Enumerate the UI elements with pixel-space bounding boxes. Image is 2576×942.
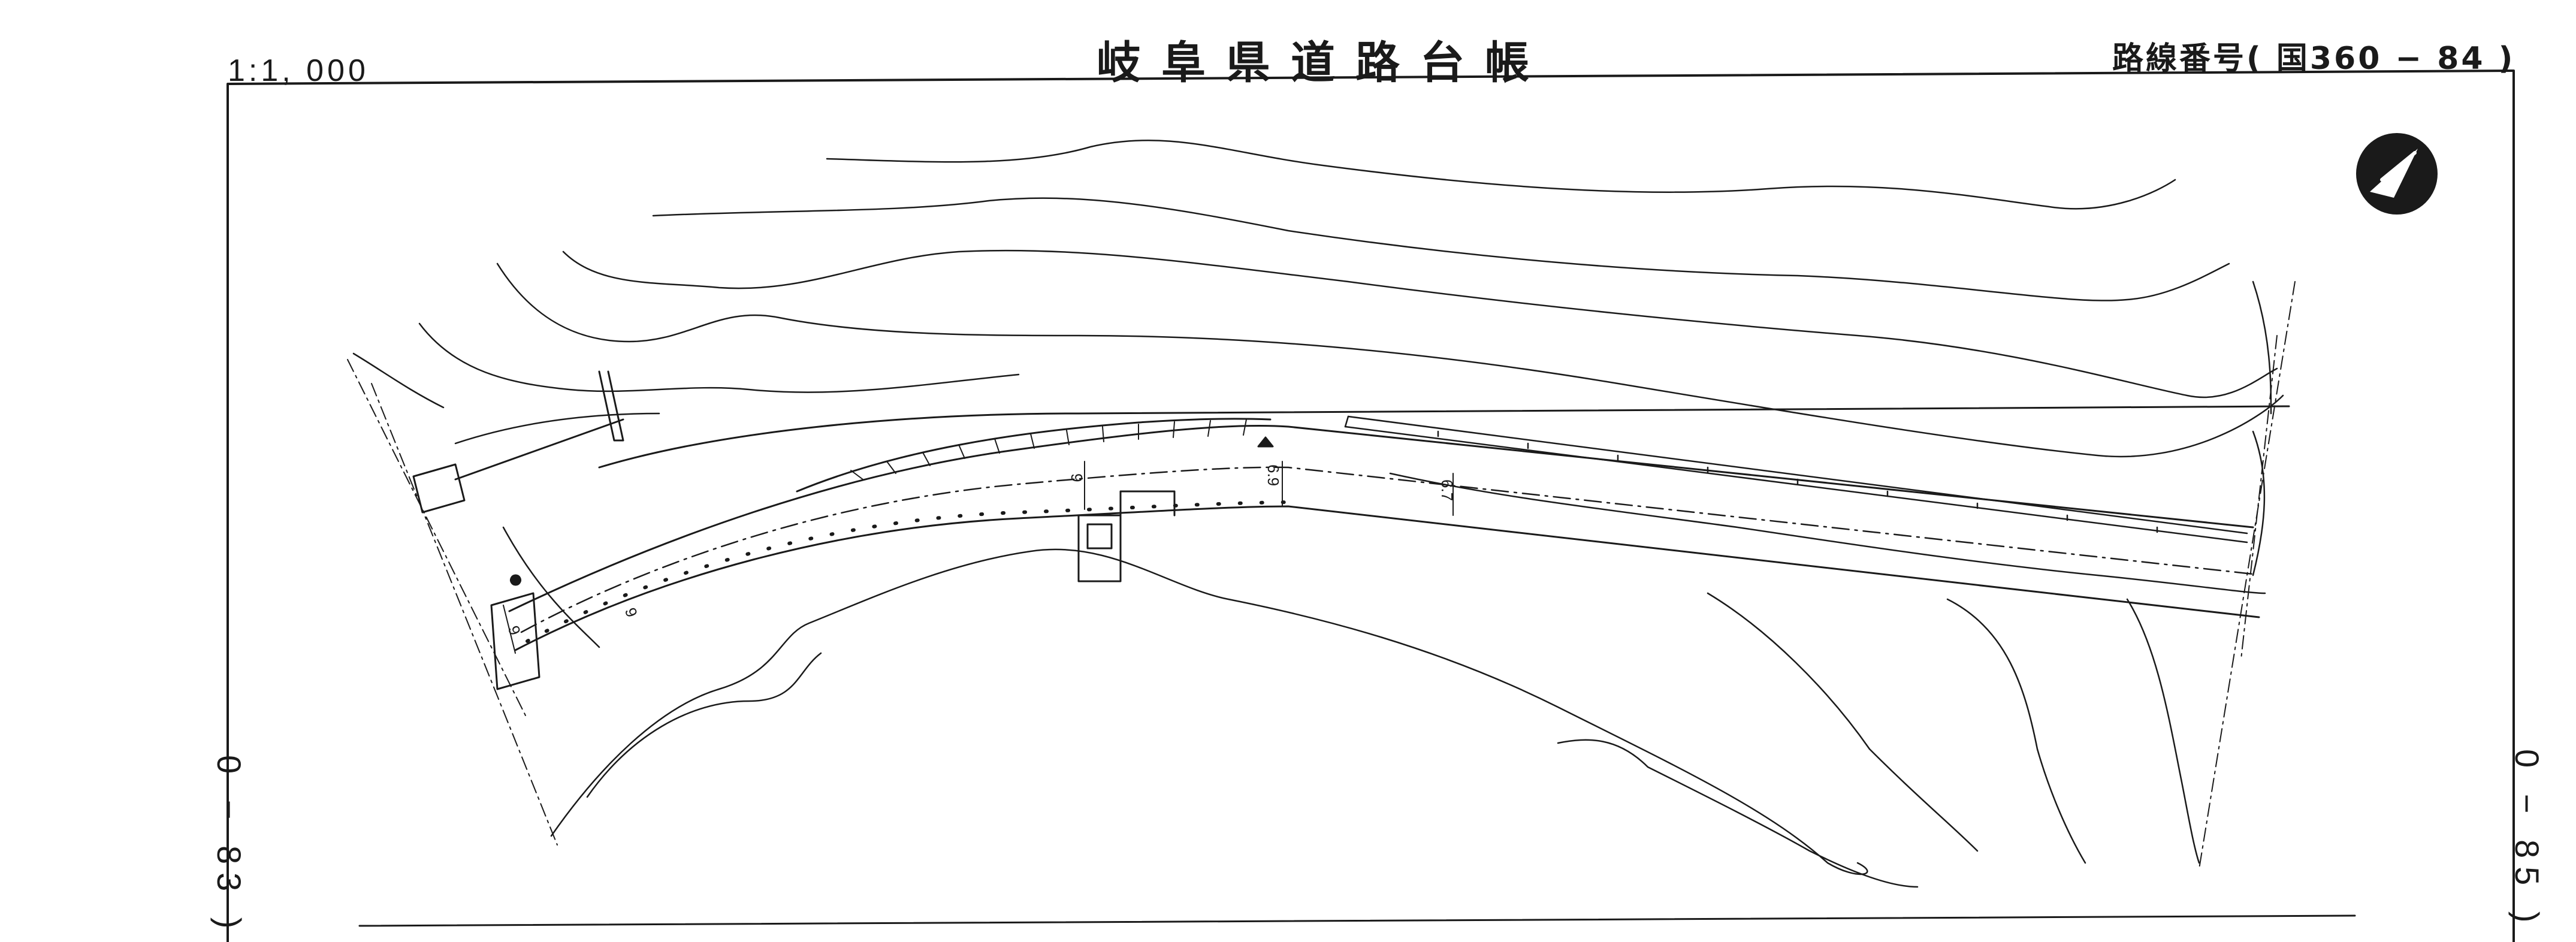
width-dimension-lines xyxy=(503,461,1454,654)
width-label-3: 6.9 xyxy=(1264,464,1282,487)
adjacent-sheet-left: 0 − 83 ) xyxy=(210,755,248,937)
guardrail-line xyxy=(598,405,2290,469)
page-title: 岐阜県道路台帳 xyxy=(1097,37,1550,89)
section-lines xyxy=(347,281,2296,869)
width-label-1: 9 xyxy=(1068,473,1086,482)
contour-lines xyxy=(352,139,2284,888)
width-label-4: 6.7 xyxy=(1438,479,1456,502)
north-arrow-icon xyxy=(2356,133,2438,215)
culvert-structure xyxy=(1077,490,1176,582)
retaining-wall-hatch xyxy=(850,419,1247,480)
sidewalk-dots xyxy=(526,500,1290,643)
sheet-frame xyxy=(227,70,2515,942)
barrier-strip xyxy=(1344,415,2248,544)
station-marker-icon xyxy=(1257,436,1274,448)
left-structures xyxy=(412,370,624,690)
road-upper-edge xyxy=(508,424,2254,612)
lower-rule xyxy=(358,914,2356,927)
retaining-wall-top xyxy=(796,418,1272,493)
road-edges xyxy=(508,405,2290,651)
road-lower-edge xyxy=(514,505,2260,651)
road-centre-line xyxy=(520,466,2254,633)
